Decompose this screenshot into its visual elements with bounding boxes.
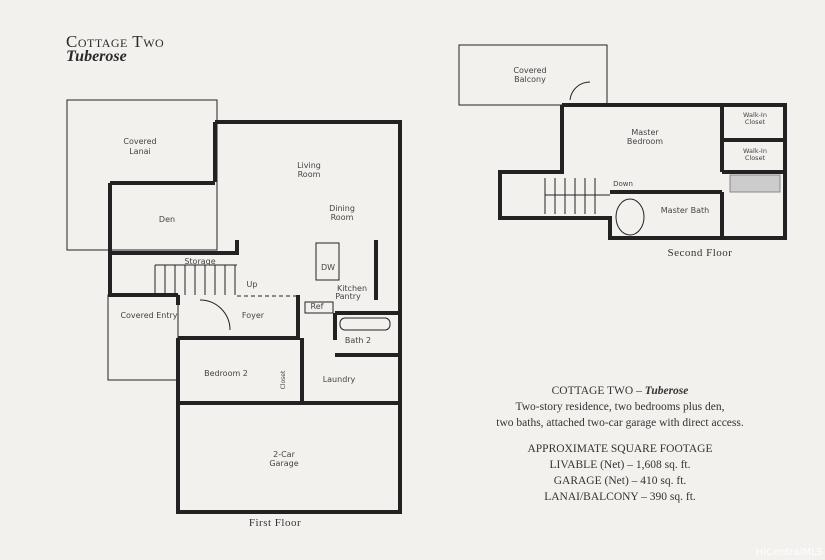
label-covered-lanai-2: Lanai xyxy=(129,147,151,156)
label-balcony-2: Balcony xyxy=(514,75,546,84)
first-floor-caption: First Floor xyxy=(249,517,301,529)
first-floor-details xyxy=(154,242,391,331)
label-den: Den xyxy=(159,215,175,224)
description-line-1: Two-story residence, two bedrooms plus d… xyxy=(515,401,725,413)
label-living-2: Room xyxy=(298,170,321,179)
second-floor-details xyxy=(544,81,781,236)
label-walkin-1a: Walk-In xyxy=(743,111,767,119)
label-walkin-2b: Closet xyxy=(745,154,766,162)
plan-title: Cottage Two xyxy=(66,32,165,51)
label-garage-2: Garage xyxy=(269,459,298,468)
label-closet: Closet xyxy=(280,370,287,389)
balcony-outline xyxy=(458,44,608,106)
sq-ft-livable: LIVABLE (Net) – 1,608 sq. ft. xyxy=(549,459,691,471)
second-floor-walls xyxy=(498,103,787,240)
description-heading: COTTAGE TWO – Tuberose xyxy=(420,383,820,399)
label-dining-1: Dining xyxy=(329,204,355,213)
label-master-bath: Master Bath xyxy=(661,206,709,215)
model-name: COTTAGE TWO – xyxy=(551,385,642,397)
label-walkin-1b: Closet xyxy=(745,118,766,126)
sq-ft-lanai: LANAI/BALCONY – 390 sq. ft. xyxy=(544,491,696,503)
first-floor-walls xyxy=(108,120,402,514)
watermark: HiCentralMLS xyxy=(755,547,823,558)
model-name-italic: Tuberose xyxy=(644,385,689,397)
label-kitchen: Kitchen xyxy=(337,284,367,293)
label-dw: DW xyxy=(321,263,335,272)
label-covered-entry: Covered Entry xyxy=(120,311,177,320)
label-down: Down xyxy=(613,180,633,188)
label-living-1: Living xyxy=(297,161,321,170)
label-master-bedroom-1: Master xyxy=(631,128,659,137)
label-up: Up xyxy=(247,280,258,289)
label-balcony-1: Covered xyxy=(513,66,546,75)
label-garage-1: 2-Car xyxy=(273,450,295,459)
label-dining-2: Room xyxy=(331,213,354,222)
label-foyer: Foyer xyxy=(242,311,265,320)
description-line-2: two baths, attached two-car garage with … xyxy=(496,417,744,429)
sq-ft-title: APPROXIMATE SQUARE FOOTAGE xyxy=(527,443,713,455)
description-block: COTTAGE TWO – Tuberose Two-story residen… xyxy=(420,383,820,505)
plan-subtitle: Tuberose xyxy=(66,48,127,65)
label-bath-2: Bath 2 xyxy=(345,336,371,345)
sq-ft-garage: GARAGE (Net) – 410 sq. ft. xyxy=(553,475,687,487)
label-ref: Ref xyxy=(311,302,324,311)
label-covered-lanai-1: Covered xyxy=(123,137,156,146)
label-walkin-2a: Walk-In xyxy=(743,147,767,155)
label-pantry: Pantry xyxy=(335,292,361,301)
second-floor-caption: Second Floor xyxy=(668,247,733,259)
label-storage: Storage xyxy=(184,257,215,266)
label-master-bedroom-2: Bedroom xyxy=(627,137,663,146)
label-laundry: Laundry xyxy=(323,375,356,384)
label-bedroom-2: Bedroom 2 xyxy=(204,369,248,378)
